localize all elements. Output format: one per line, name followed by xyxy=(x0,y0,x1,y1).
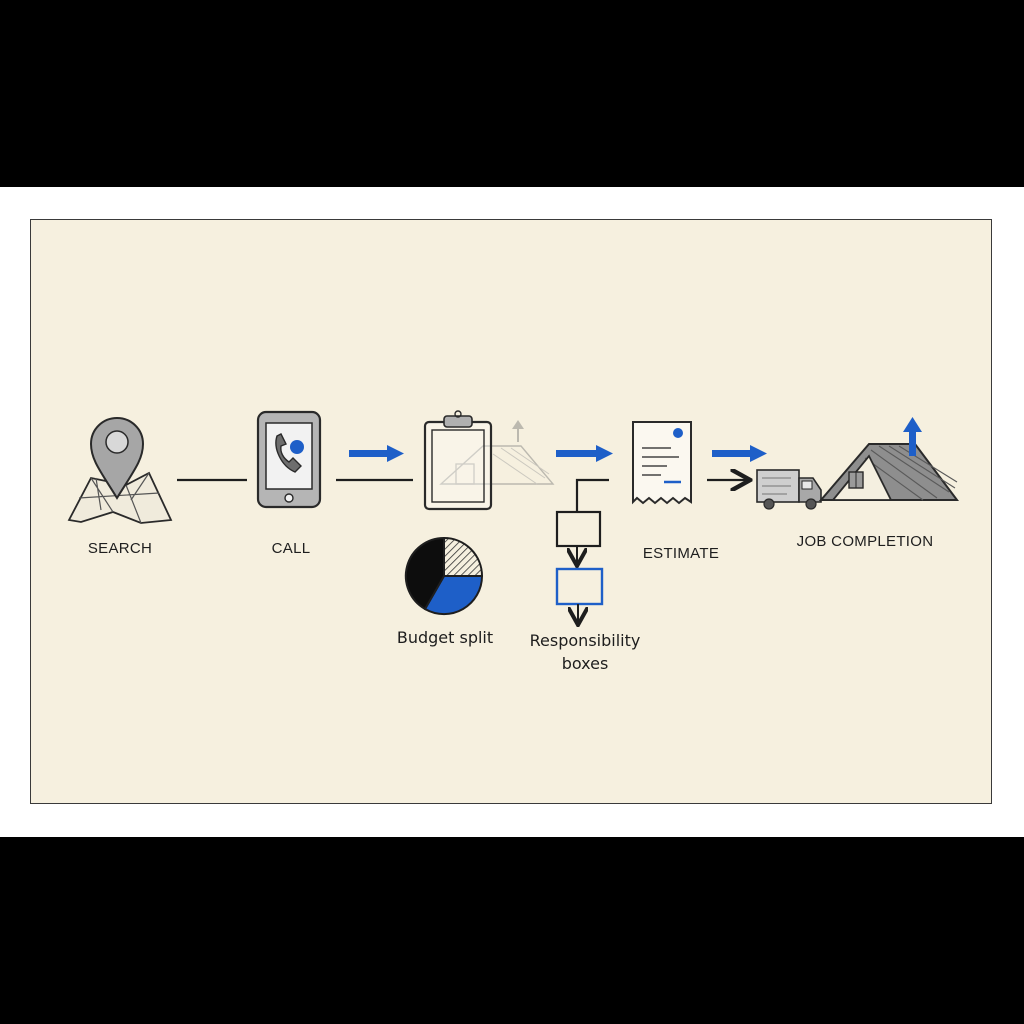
blue-arrow-icon xyxy=(349,445,404,462)
diagram-paper: SEARCH CALL ESTIMATE JOB COMPLETION Budg… xyxy=(30,219,992,804)
step-label-job-completion: JOB COMPLETION xyxy=(796,533,934,550)
step-label-call: CALL xyxy=(271,540,311,557)
house-roof-icon xyxy=(818,417,959,501)
budget-split-label: Budget split xyxy=(396,628,494,647)
step-label-search: SEARCH xyxy=(87,540,153,557)
document-icon xyxy=(632,421,692,505)
phone-icon xyxy=(256,410,322,509)
responsibility-boxes-label: Responsibility boxes xyxy=(530,629,641,675)
blue-arrow-icon xyxy=(712,445,767,462)
blue-arrow-icon xyxy=(556,445,613,462)
branch-connector xyxy=(575,478,609,512)
map-pin-icon xyxy=(67,416,173,524)
pie-chart-icon xyxy=(404,536,484,616)
flow-boxes-icon xyxy=(555,510,604,623)
responsibility-label-line1: Responsibility xyxy=(529,631,641,650)
step-label-estimate: ESTIMATE xyxy=(642,545,720,562)
responsibility-label-line2: boxes xyxy=(561,654,609,673)
clipboard-house-icon xyxy=(423,410,555,511)
process-diagram xyxy=(67,410,959,804)
truck-icon xyxy=(756,469,822,510)
